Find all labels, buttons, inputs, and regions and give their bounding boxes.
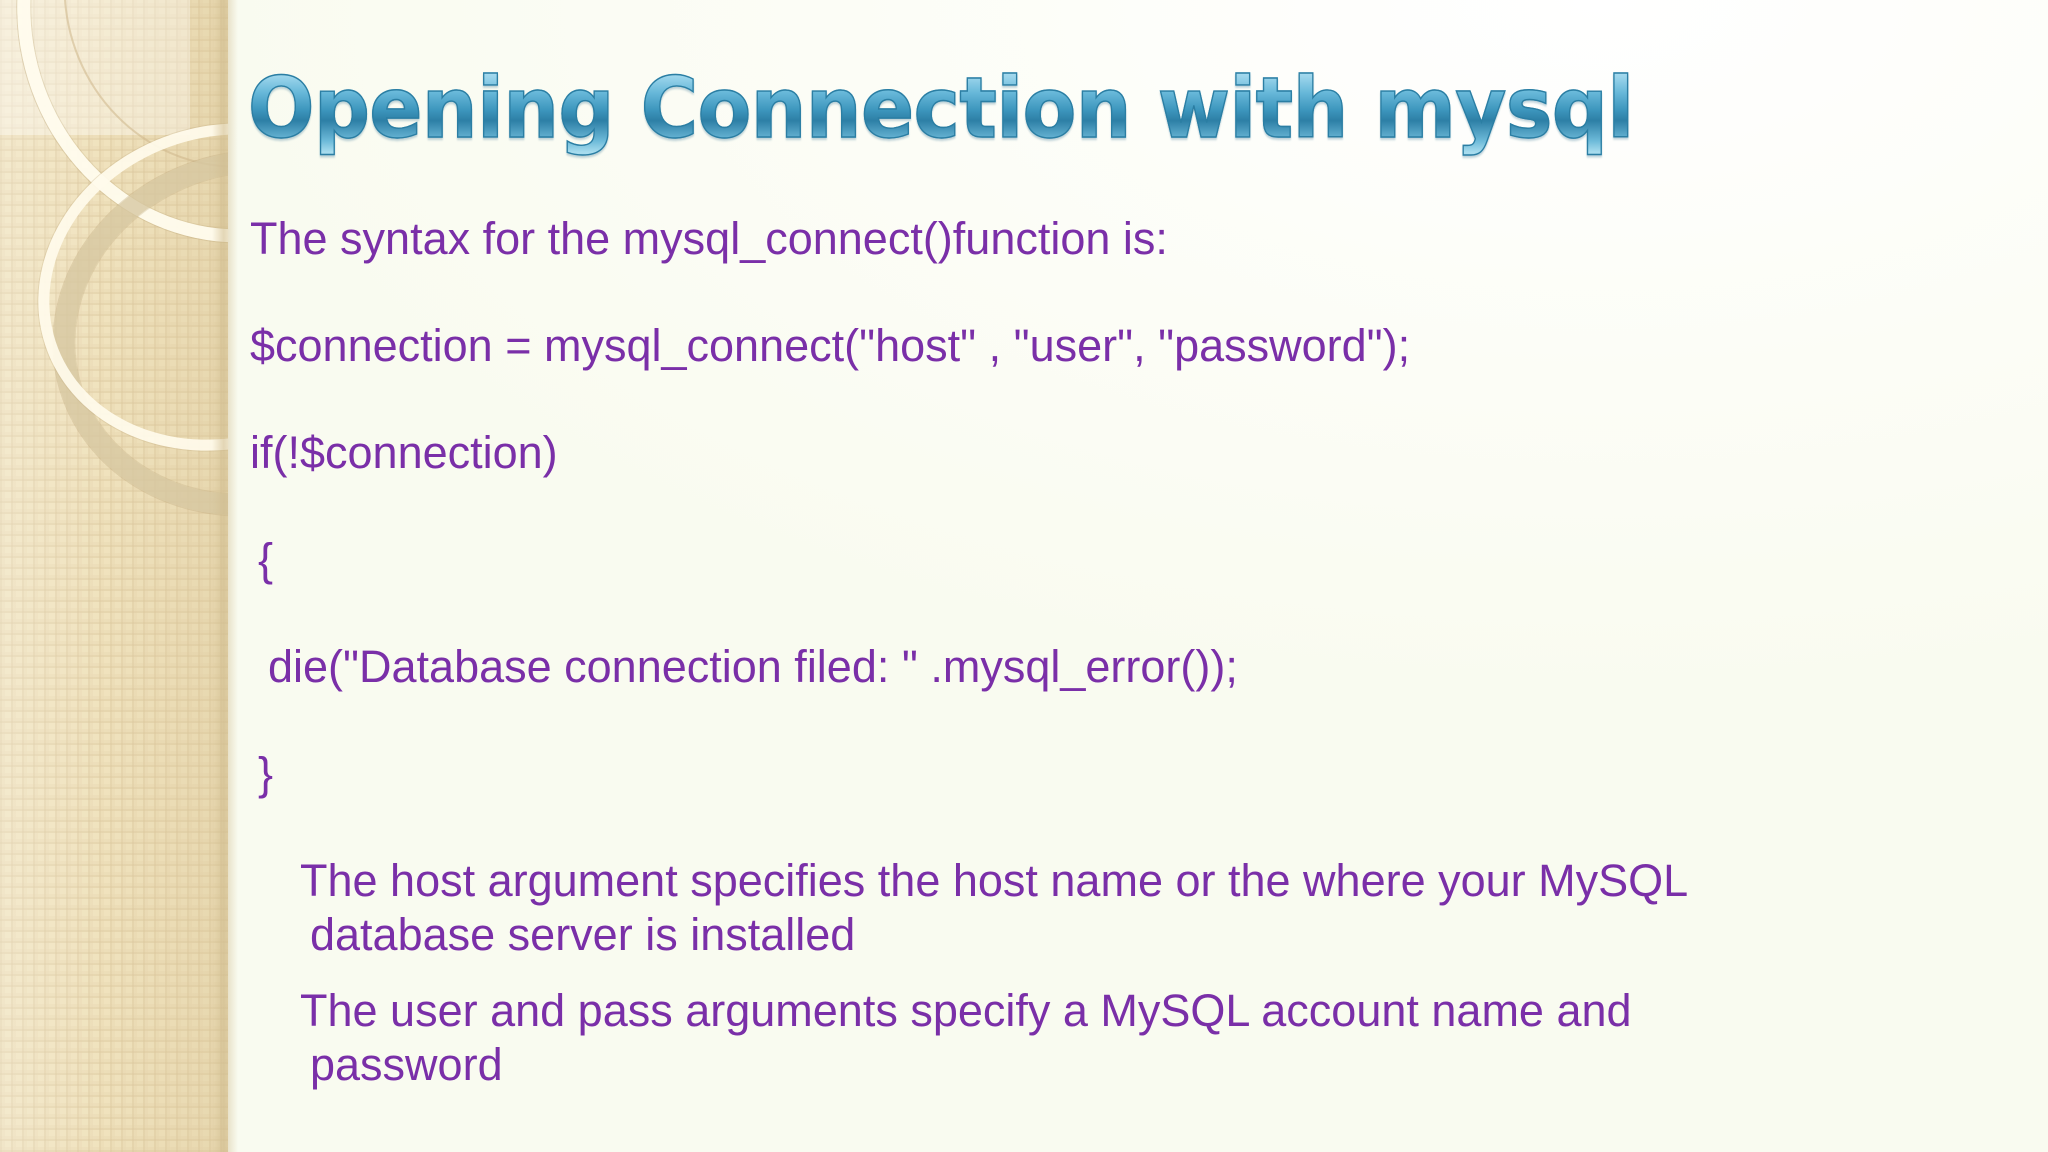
band-edge-shadow: [212, 0, 238, 1152]
decorative-side-band: [0, 0, 228, 1152]
code-line-open-brace: {: [258, 534, 274, 585]
bullet-user-pass-argument-line1: The user and pass arguments specify a My…: [300, 985, 1632, 1036]
bullet-host-argument-line1: The host argument specifies the host nam…: [300, 855, 1689, 906]
title-container: Opening Connection with mysql: [247, 59, 1948, 170]
code-line-die-call: die("Database connection filed: " .mysql…: [268, 641, 1238, 692]
bullet-host-argument-line2: database server is installed: [310, 909, 856, 960]
code-line-close-brace: }: [258, 748, 274, 799]
code-line-if-statement: if(!$connection): [250, 427, 558, 478]
slide-title: Opening Connection with mysql: [247, 59, 1829, 156]
band-wash-rect: [0, 0, 190, 135]
bullet-user-pass-argument-line2: password: [310, 1039, 503, 1090]
bullet-user-pass-argument: The user and pass arguments specify a My…: [300, 984, 1980, 1092]
bullet-host-argument: The host argument specifies the host nam…: [300, 854, 1980, 962]
slide-body: The syntax for the mysql_connect()functi…: [0, 212, 2048, 1114]
code-line-syntax-intro: The syntax for the mysql_connect()functi…: [250, 213, 1168, 264]
code-line-connect-call: $connection = mysql_connect("host" , "us…: [250, 320, 1411, 371]
